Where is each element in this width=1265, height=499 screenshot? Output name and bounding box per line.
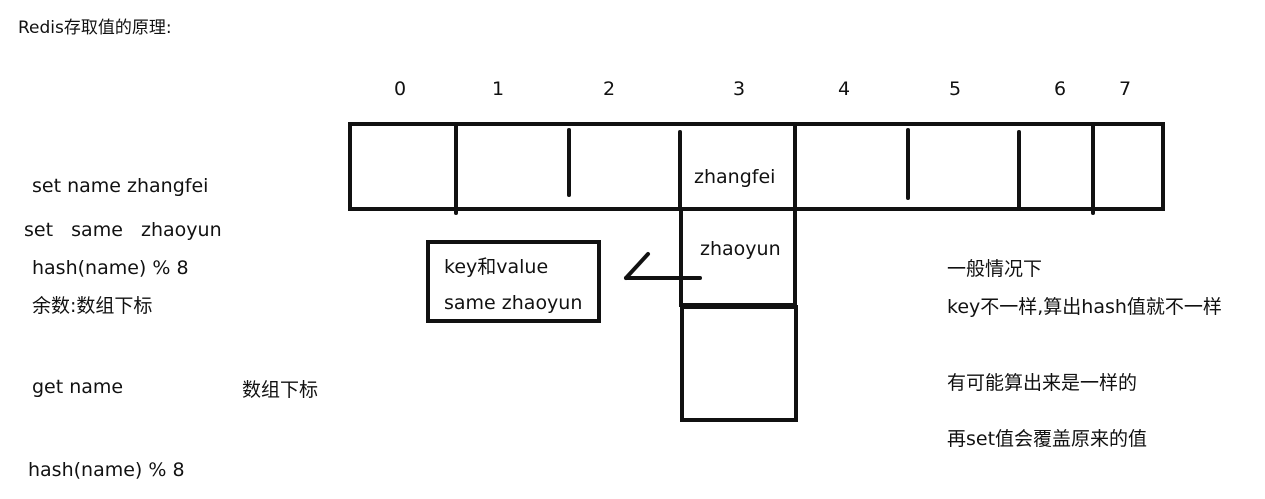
cmd-set-1: set name zhangfei <box>32 175 209 197</box>
cmd-get: get name <box>32 376 124 398</box>
array-index-note: 数组下标 <box>242 379 319 401</box>
array-index-2: 2 <box>603 78 616 100</box>
page-title: Redis存取值的原理: <box>18 18 172 38</box>
arrow-head <box>624 252 650 280</box>
hash-expression-2: hash(name) % 8 <box>28 459 185 481</box>
right-note-3: 有可能算出来是一样的 <box>947 372 1138 394</box>
entry-box-frame <box>426 240 601 323</box>
array-index-7: 7 <box>1119 78 1132 100</box>
array-index-3: 3 <box>733 78 746 100</box>
entry-box-line1: key和value <box>444 256 549 278</box>
array-index-6: 6 <box>1054 78 1067 100</box>
right-note-4: 再set值会覆盖原来的值 <box>947 428 1148 450</box>
array-index-1: 1 <box>492 78 505 100</box>
array-index-5: 5 <box>949 78 962 100</box>
cmd-set-2: set same zhaoyun <box>24 219 222 241</box>
right-note-2: key不一样,算出hash值就不一样 <box>947 296 1222 318</box>
chain-node-2 <box>680 305 798 422</box>
hash-expression-1: hash(name) % 8 <box>32 257 189 279</box>
remainder-note: 余数:数组下标 <box>32 295 153 317</box>
right-note-1: 一般情况下 <box>947 258 1043 280</box>
chain-node-value: zhaoyun <box>700 238 781 260</box>
array-cell-value: zhangfei <box>694 166 776 188</box>
array-index-0: 0 <box>394 78 407 100</box>
entry-box-line2: same zhaoyun <box>444 292 583 314</box>
array-index-4: 4 <box>838 78 851 100</box>
